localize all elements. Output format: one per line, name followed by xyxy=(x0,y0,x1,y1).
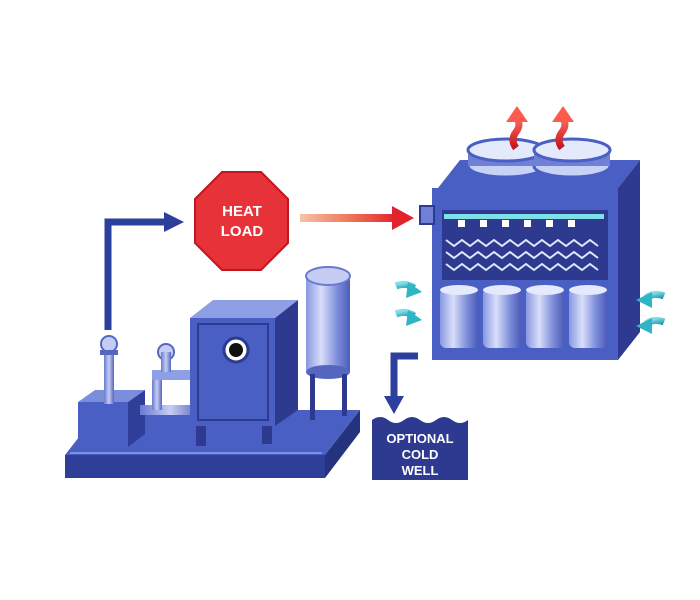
curved-teal-arrow-icon xyxy=(636,318,664,334)
drain-flow-arrow xyxy=(384,356,418,414)
curved-teal-arrow-icon xyxy=(636,292,664,308)
cold-well-line2: COLD xyxy=(402,447,439,462)
heat-load-line2: LOAD xyxy=(221,223,264,240)
curved-teal-arrow-icon xyxy=(396,310,422,326)
cold-well: OPTIONAL COLD WELL xyxy=(372,417,468,480)
cold-well-line1: OPTIONAL xyxy=(386,431,453,446)
supply-flow-arrow xyxy=(108,212,184,330)
cold-well-line3: WELL xyxy=(402,463,439,478)
heat-load-sign: HEAT LOAD xyxy=(195,172,288,270)
octagon-sign-icon xyxy=(195,172,288,270)
cooling-tower xyxy=(420,139,640,360)
curved-teal-arrow-icon xyxy=(396,282,422,298)
air-inlet-arrows-left xyxy=(396,282,422,326)
air-inlet-arrows-right xyxy=(636,292,664,334)
heat-load-line1: HEAT xyxy=(222,203,262,220)
distribution-header xyxy=(444,214,604,219)
expansion-tank xyxy=(306,267,350,420)
heat-return-arrow xyxy=(300,206,414,230)
